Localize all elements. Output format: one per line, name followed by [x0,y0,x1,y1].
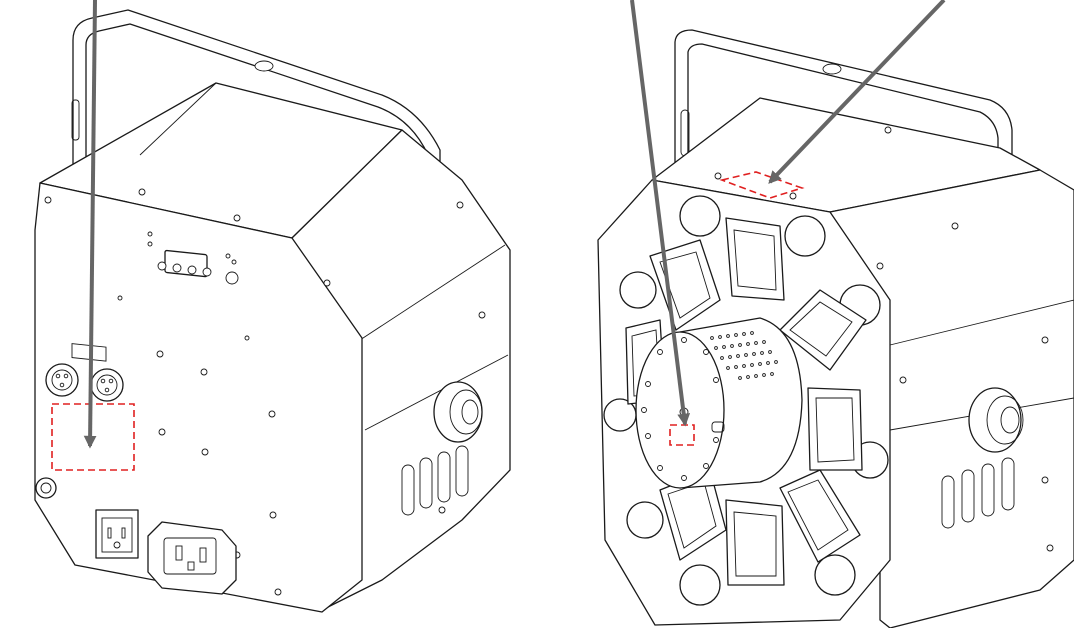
rear-vents [401,445,469,516]
front-view-fixture [597,29,1074,628]
rear-display [164,249,208,278]
rear-label-marker [51,403,135,471]
front-yoke-bracket [674,29,1013,396]
front-vents [941,457,1015,529]
dmx-out-connector [90,368,124,402]
up-button [172,263,182,273]
menu-button [157,261,167,271]
rear-yoke-bracket [72,9,441,393]
power-outlet [95,509,139,559]
front-top-callout-arrow [768,0,946,184]
rear-face-panel [34,182,363,613]
mic-knob [225,271,239,285]
fuse-holder [35,477,57,499]
callout-arrows [83,0,946,449]
rear-callout-arrow [83,0,97,449]
down-button [187,265,197,275]
enter-button [202,267,212,277]
front-top-marker [719,171,805,199]
laser-aperture-grid [710,331,778,380]
dmx-in-connector [45,363,79,397]
front-lens-callout-arrow [630,0,691,427]
front-petal-modules [625,217,867,586]
rear-yoke-knob [433,381,483,443]
power-inlet [147,521,237,595]
rear-view-fixture [34,9,511,613]
front-center-drum [635,317,803,489]
front-yoke-knob [968,387,1024,453]
